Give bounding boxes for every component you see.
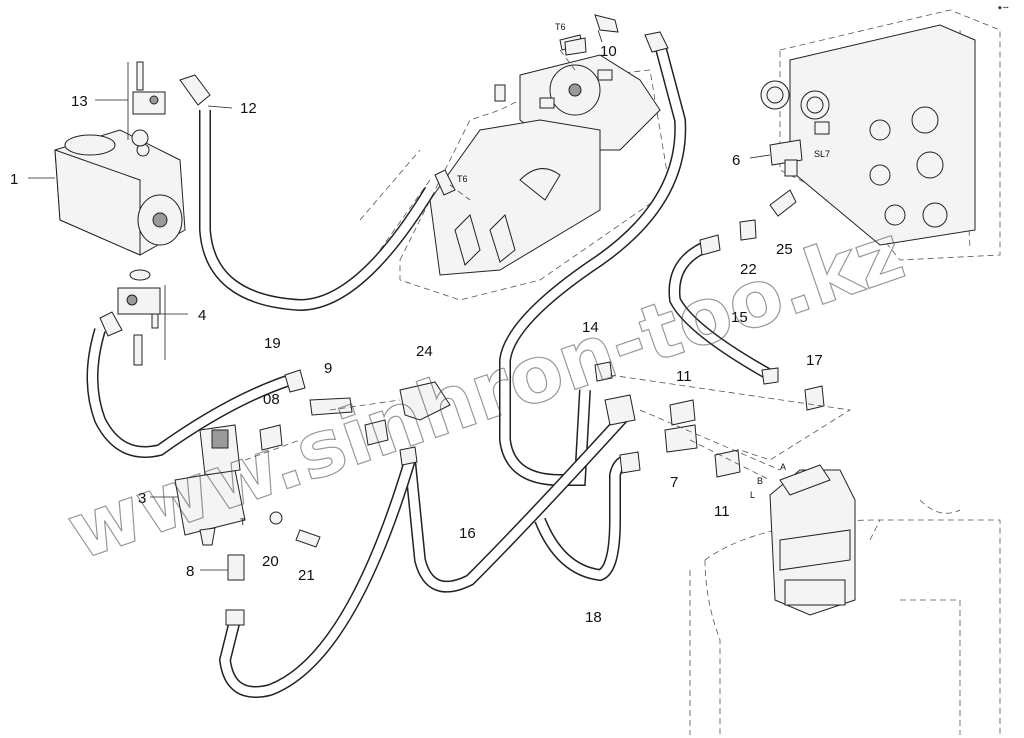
port-label-t: T	[240, 517, 246, 527]
tee-fitting-9	[309, 397, 353, 416]
callout-13: 13	[71, 93, 88, 110]
callout-10: 10	[600, 43, 617, 60]
elbow-25	[769, 189, 797, 217]
port-label-a: A	[780, 462, 786, 472]
callout-20: 20	[262, 553, 279, 570]
fittings	[99, 14, 825, 626]
distributor-block	[429, 34, 661, 276]
fitting-17	[804, 385, 825, 411]
hydraulic-motor	[769, 464, 856, 616]
port-labels: T6 T6 SL7 A B L T	[240, 22, 830, 527]
callout-11-upper: 11	[676, 368, 692, 385]
callout-21: 21	[298, 567, 315, 584]
callout-25: 25	[776, 241, 793, 258]
washer-20	[269, 511, 283, 525]
callout-24: 24	[416, 343, 433, 360]
callout-labels: 1 3 4 6 7 8 08 9 10 11 11 12 13 14 15 16…	[10, 43, 823, 626]
valve-24	[399, 381, 451, 421]
port-label-t6-mid: T6	[457, 174, 468, 184]
connection-lines	[244, 49, 852, 481]
tee-fitting-6	[769, 139, 803, 166]
adapter-8	[227, 554, 245, 581]
tee-fitting-7	[664, 424, 698, 453]
callout-16: 16	[459, 525, 476, 542]
leader-lines	[28, 29, 771, 571]
inlet-flange	[117, 269, 161, 366]
port-label-b: B	[757, 476, 763, 486]
bolt-21	[295, 529, 321, 548]
gear-pump	[54, 129, 186, 256]
callout-18: 18	[585, 609, 602, 626]
elbow-10	[594, 14, 619, 33]
callout-14: 14	[582, 319, 599, 336]
callout-19: 19	[264, 335, 281, 352]
callout-7: 7	[670, 474, 678, 491]
callout-11-lower: 11	[714, 503, 730, 520]
hoses	[86, 43, 773, 698]
port-label-t6-top: T6	[555, 22, 566, 32]
callout-1: 1	[10, 171, 18, 188]
fitting-22	[739, 219, 757, 241]
corner-mark: ◆ ▪▪▪	[998, 5, 1009, 11]
hose-12	[199, 110, 436, 312]
port-label-l: L	[750, 490, 755, 500]
fitting-11b	[714, 449, 741, 478]
fitting-11a	[669, 399, 696, 426]
outlet-flange	[131, 61, 166, 147]
elbow-fitting	[179, 74, 211, 106]
valve-block	[174, 424, 246, 546]
callout-6: 6	[732, 152, 740, 169]
callout-22: 22	[740, 261, 757, 278]
callout-08: 08	[263, 391, 280, 408]
adapter-08	[259, 424, 283, 451]
callout-15: 15	[731, 309, 748, 326]
callout-4: 4	[198, 307, 206, 324]
callout-12: 12	[240, 100, 257, 117]
control-block	[760, 24, 976, 246]
callout-3: 3	[138, 490, 146, 507]
port-label-sl7: SL7	[814, 149, 830, 159]
callout-9: 9	[324, 360, 332, 377]
callout-17: 17	[806, 352, 823, 369]
callout-8: 8	[186, 563, 194, 580]
